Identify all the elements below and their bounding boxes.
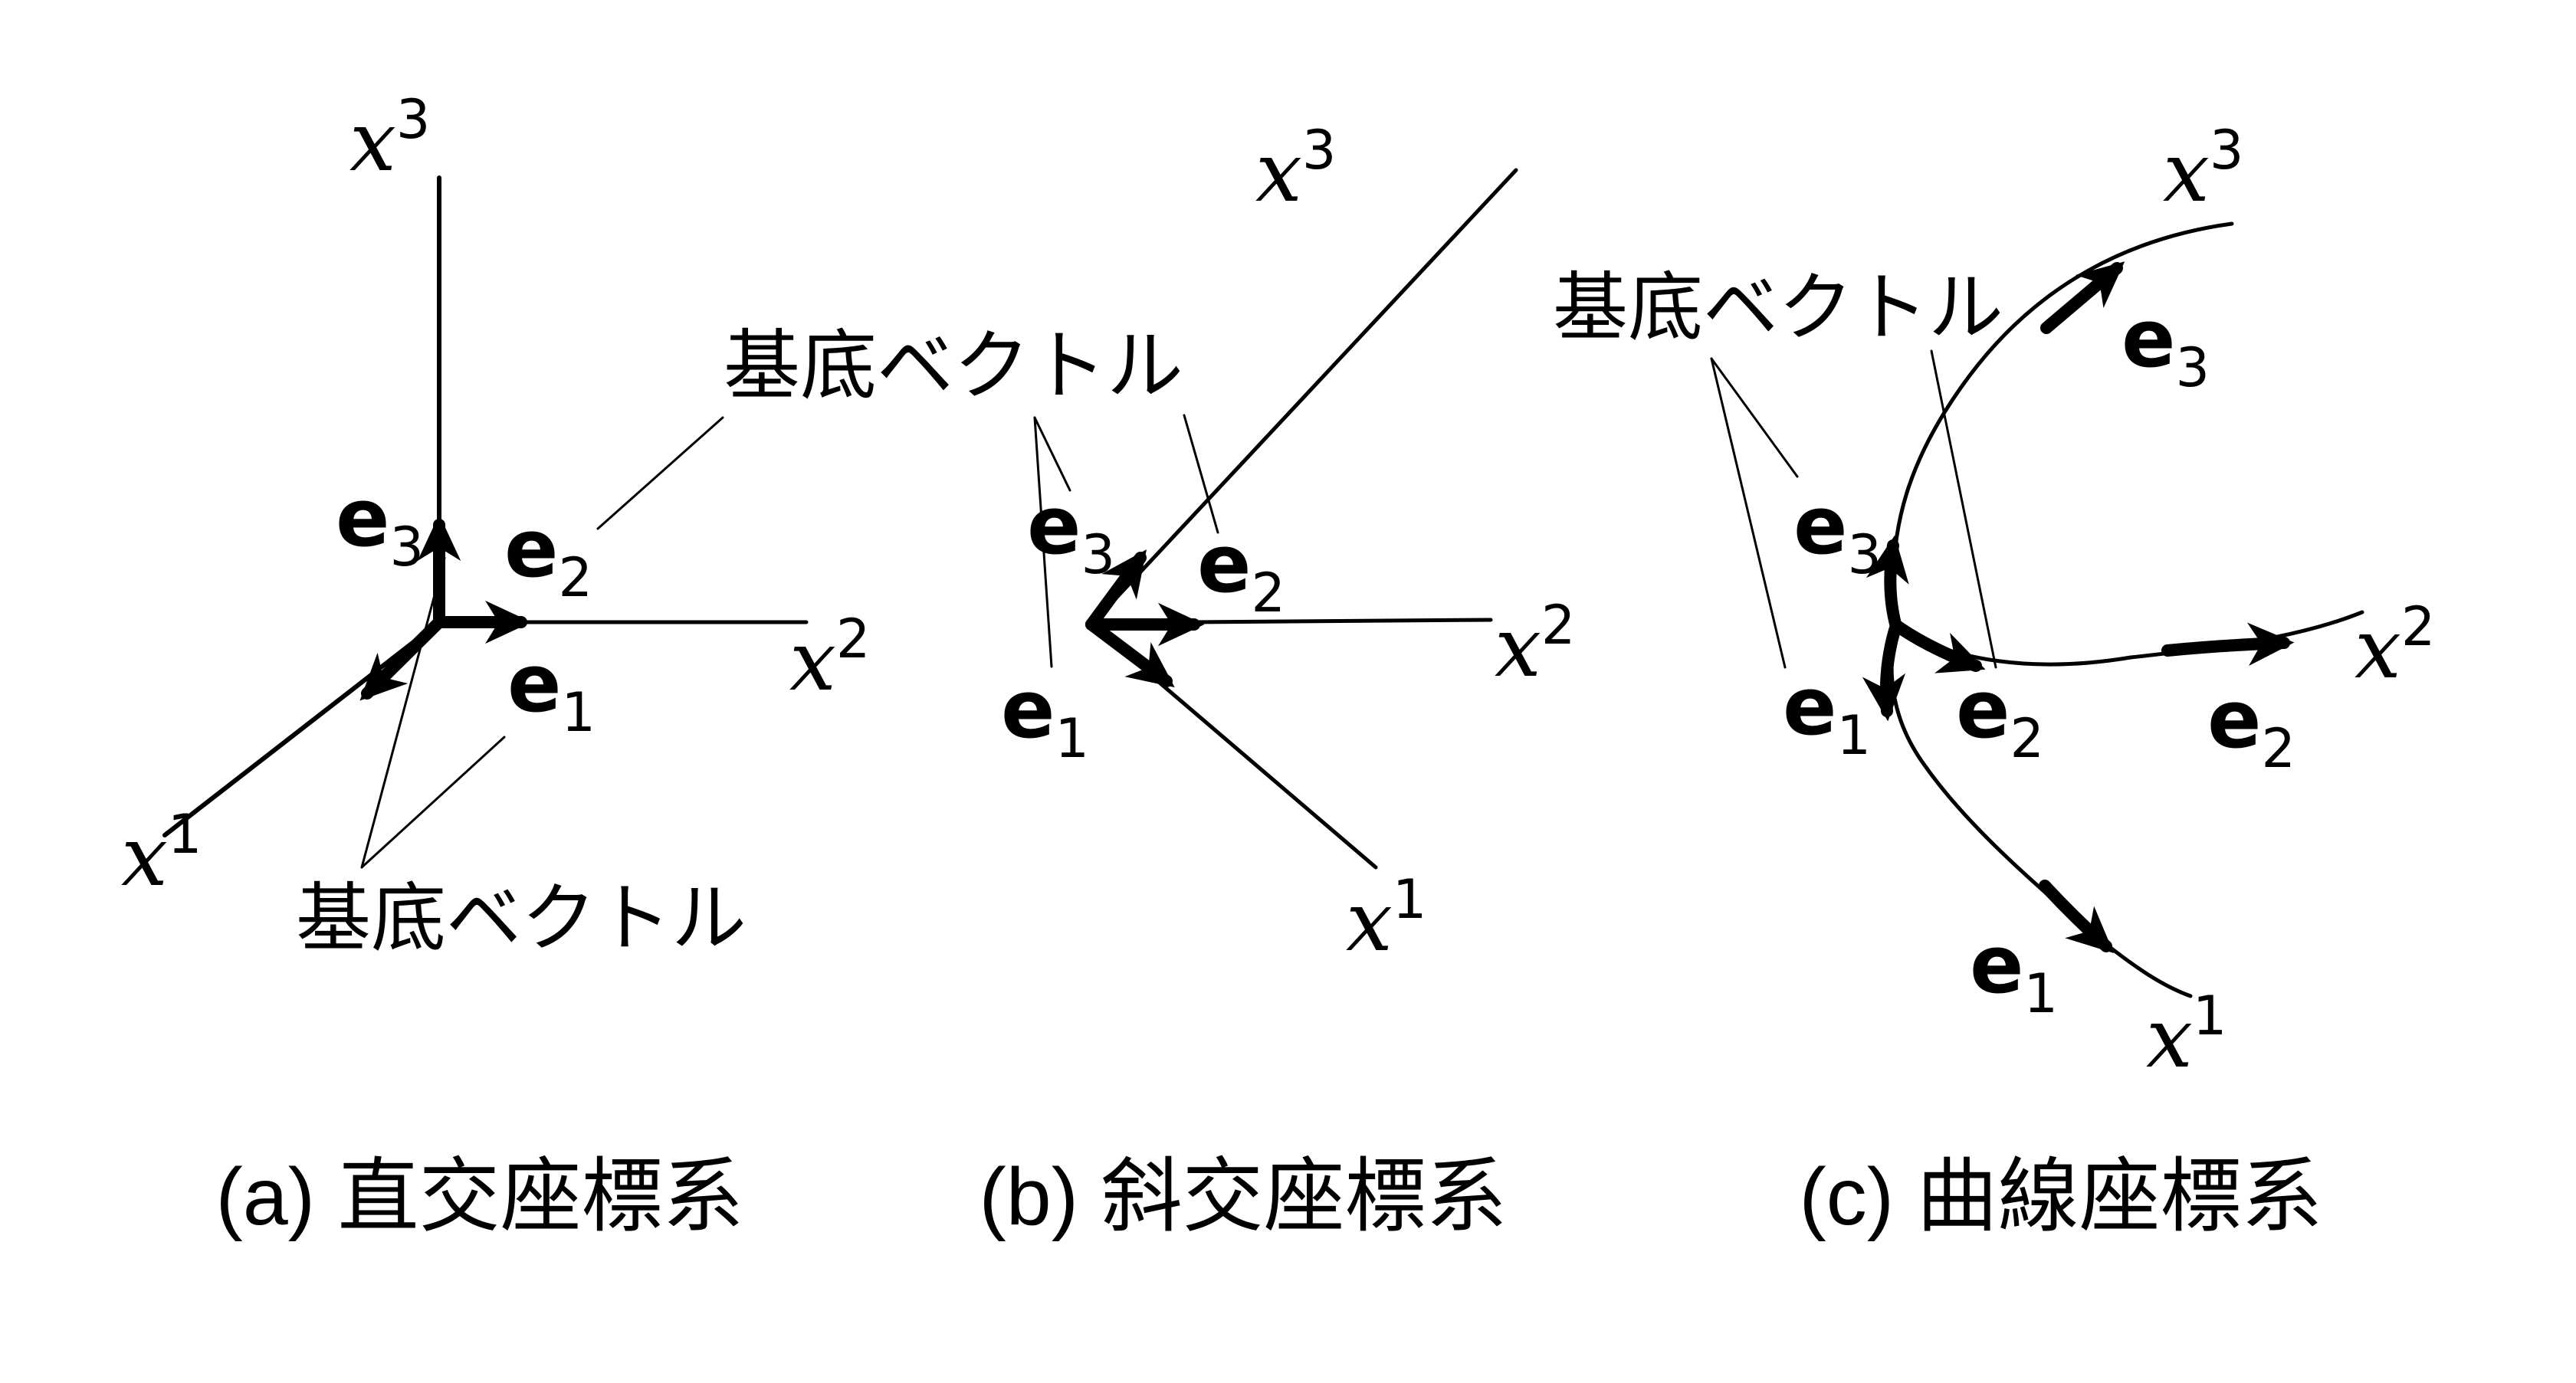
- e3-label-a: e3: [336, 471, 424, 578]
- leader-basis-c-to-e2: [1930, 349, 1997, 669]
- leader-top-to-e2-b: [1183, 414, 1219, 534]
- e2-label-b: e2: [1197, 517, 1285, 624]
- x2-axis-label-b: x2: [1495, 594, 1575, 696]
- e1-label-a: e1: [507, 637, 596, 744]
- x3-axis-label-a: x3: [349, 88, 430, 190]
- panel-b: x3 x2 x1 e3 e2 e1 (b) 斜交座標系: [980, 119, 1576, 1242]
- x1-axis-label-a: x1: [121, 803, 202, 905]
- e3-label-c-origin: e3: [1793, 479, 1882, 586]
- e2-vector-c-far: [2161, 622, 2295, 666]
- e1-label-b: e1: [1001, 663, 1089, 770]
- basis-vectors-label-c: 基底ベクトル: [1553, 265, 2003, 349]
- e3-vector-b: [1085, 549, 1147, 631]
- e3-label-c-far: e3: [2122, 292, 2210, 399]
- x2-axis-label-c: x2: [2354, 595, 2435, 697]
- e1-vector-c-origin: [1862, 619, 1906, 722]
- basis-label-top-middle-group: 基底ベクトル: [596, 323, 1219, 668]
- leader-top-to-e3-b: [1033, 416, 1071, 492]
- leader-top-to-e1-b: [1033, 416, 1053, 668]
- x3-axis-label-c: x3: [2163, 119, 2243, 221]
- leader-top-to-e2-a: [596, 416, 724, 530]
- leader-basis-c-to-e1: [1710, 357, 1787, 669]
- basis-vectors-label-a: 基底ベクトル: [296, 876, 747, 960]
- e1-label-c-origin: e1: [1783, 660, 1871, 767]
- e1-vector-a: [359, 616, 445, 701]
- e2-label-c-far: e2: [2207, 673, 2295, 780]
- e1-vector-c-far: [2039, 880, 2114, 954]
- x1-curve-c: [1889, 623, 2193, 998]
- e2-label-a: e2: [504, 502, 592, 609]
- e2-vector-c-origin: [1890, 619, 1986, 673]
- e3-vector-c-far: [2040, 261, 2125, 334]
- caption-b: (b) 斜交座標系: [980, 1152, 1508, 1242]
- e3-vector-c-origin: [1866, 535, 1909, 633]
- e2-label-c-origin: e2: [1956, 663, 2044, 770]
- leader-basis-a-to-e1: [360, 736, 506, 869]
- caption-c: (c) 曲線座標系: [1799, 1152, 2322, 1242]
- x1-axis-label-c: x1: [2146, 985, 2227, 1086]
- x3-curve-c: [1891, 221, 2234, 628]
- e1-label-c-far: e1: [1970, 918, 2058, 1025]
- leader-basis-c-to-e3: [1710, 357, 1799, 478]
- x3-axis-b: [1089, 168, 1518, 627]
- e1-vector-b: [1085, 618, 1175, 688]
- leader-basis-a-to-e3: [360, 556, 446, 869]
- basis-vectors-label-top: 基底ベクトル: [724, 323, 1183, 409]
- panel-a: x3 x2 x1 e3 e2 e1 基底ベクトル (a) 直交座標系: [121, 88, 870, 1242]
- x3-axis-label-b: x3: [1255, 119, 1336, 221]
- e3-label-b: e3: [1027, 479, 1115, 586]
- x2-axis-label-a: x2: [789, 608, 870, 710]
- x1-axis-label-b: x1: [1346, 868, 1426, 970]
- panel-c: 基底ベクトル x3 x2 x1 e3 e3 e2 e2 e1 e1 (c) 曲線…: [1553, 119, 2435, 1242]
- caption-a: (a) 直交座標系: [216, 1152, 744, 1242]
